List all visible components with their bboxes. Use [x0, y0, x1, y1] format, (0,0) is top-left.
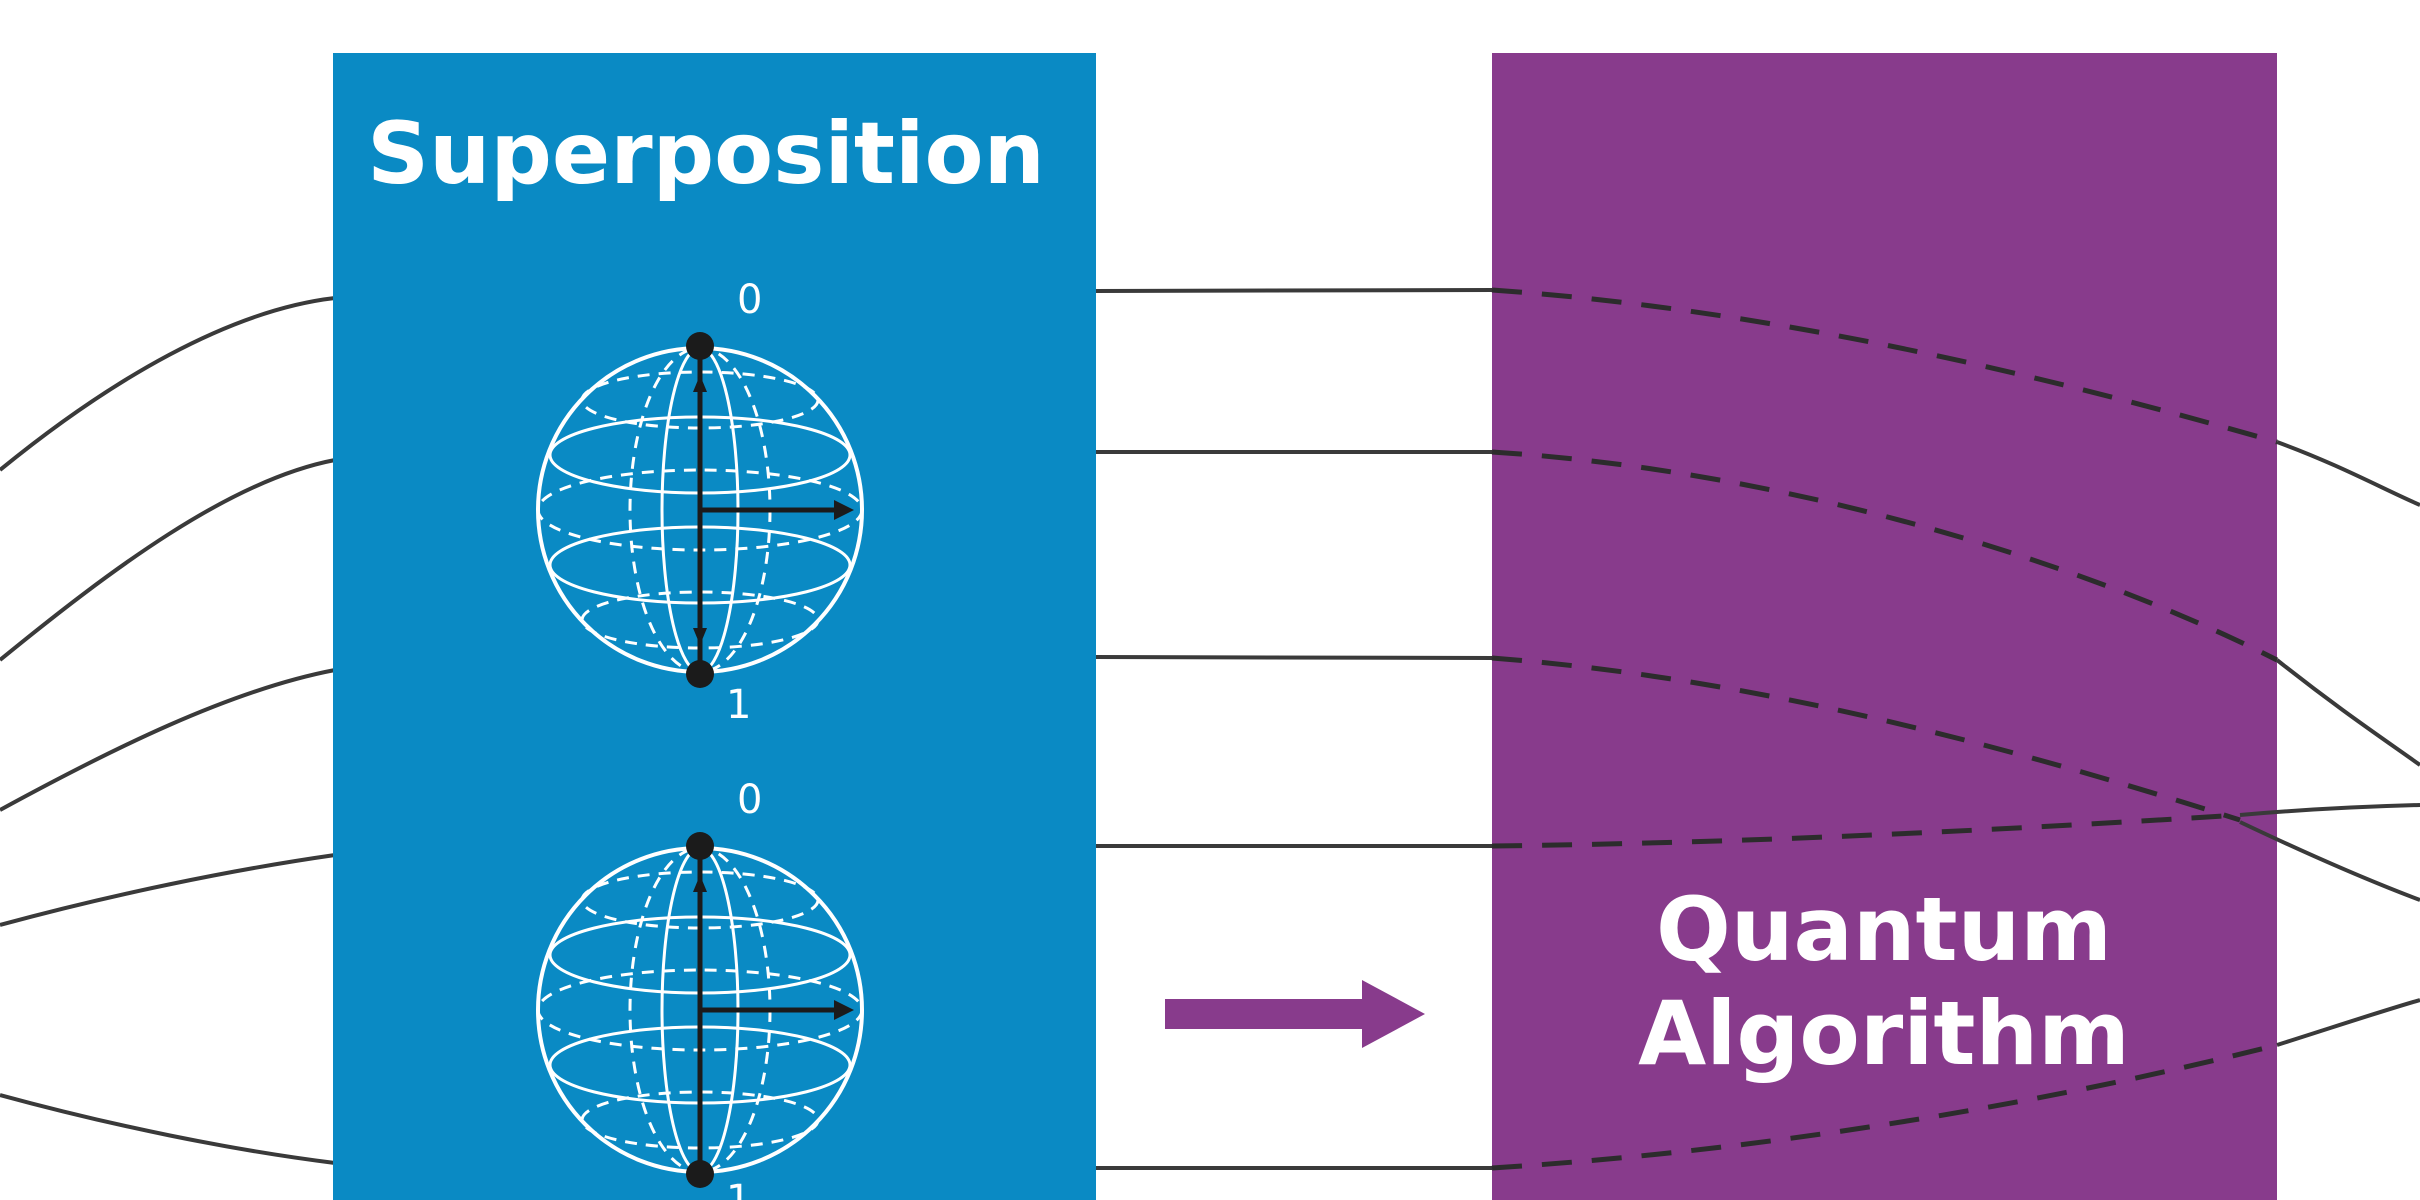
algorithm-title-line2: Algorithm	[1638, 982, 2130, 1085]
bloch-sphere-icon	[536, 332, 864, 688]
incoming-line	[0, 668, 336, 812]
right-arrow-icon	[1165, 980, 1425, 1048]
superposition-title: Superposition	[367, 104, 1045, 204]
qubit1-label-one: 1	[726, 682, 751, 728]
outgoing-line	[2239, 820, 2420, 902]
entanglement-paths	[1491, 287, 2279, 1171]
incoming-line	[0, 296, 336, 472]
connector-line	[1095, 288, 1493, 293]
outgoing-line	[2276, 998, 2420, 1047]
outgoing-lines	[2239, 440, 2420, 1047]
qubit2-label-one: 1	[726, 1177, 751, 1200]
connector-line	[1095, 655, 1493, 660]
qubit2-label-zero: 0	[737, 777, 762, 823]
incoming-lines	[0, 296, 336, 1165]
outgoing-line	[2276, 440, 2420, 507]
qubit1-label-zero: 0	[737, 277, 762, 323]
outgoing-line	[2239, 803, 2420, 817]
incoming-line	[0, 853, 336, 927]
incoming-line	[0, 1093, 336, 1165]
algorithm-title-line1: Quantum	[1656, 878, 2112, 981]
bloch-sphere-icon	[536, 832, 864, 1188]
algorithm-box	[1492, 53, 2277, 1200]
incoming-line	[0, 458, 336, 662]
connector-lines	[1095, 288, 1493, 1170]
outgoing-line	[2275, 658, 2420, 767]
